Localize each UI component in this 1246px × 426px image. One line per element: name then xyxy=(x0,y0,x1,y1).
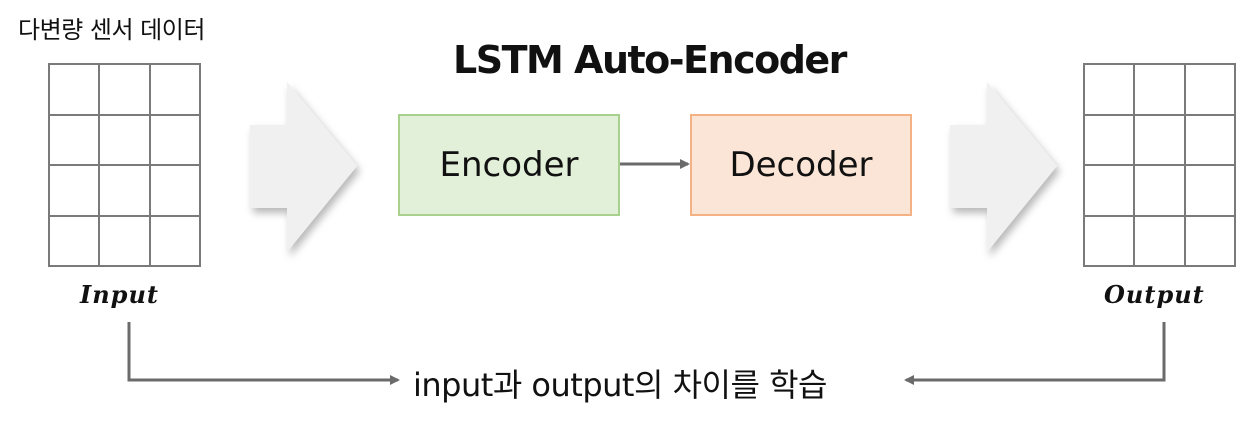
input-label: Input xyxy=(80,280,159,309)
matrix-cell xyxy=(1085,166,1136,217)
encoder-label: Encoder xyxy=(439,145,579,185)
matrix-cell xyxy=(1185,166,1236,217)
matrix-cell xyxy=(1085,115,1136,166)
matrix-cell xyxy=(1135,166,1186,217)
matrix-cell xyxy=(50,166,101,217)
matrix-cell xyxy=(1135,65,1186,116)
output-feedback-connector xyxy=(904,322,1166,385)
matrix-cell xyxy=(1135,115,1186,166)
matrix-cell xyxy=(150,65,201,116)
decoder-label: Decoder xyxy=(729,145,873,185)
big-arrow-left xyxy=(250,82,357,252)
matrix-cell xyxy=(1185,216,1236,267)
matrix-cell xyxy=(100,115,151,166)
matrix-cell xyxy=(50,115,101,166)
matrix-cell xyxy=(100,166,151,217)
matrix-cell xyxy=(150,115,201,166)
big-arrow-right xyxy=(950,82,1057,252)
matrix-cell xyxy=(150,216,201,267)
matrix-cell xyxy=(1085,216,1136,267)
matrix-cell xyxy=(50,216,101,267)
decoder-box: Decoder xyxy=(690,114,912,216)
output-label: Output xyxy=(1104,280,1205,309)
sensor-data-caption: 다변량 센서 데이터 xyxy=(18,16,205,44)
matrix-cell xyxy=(1135,216,1186,267)
matrix-cell xyxy=(50,65,101,116)
output-matrix xyxy=(1083,63,1236,267)
matrix-cell xyxy=(150,166,201,217)
matrix-cell xyxy=(1185,65,1236,116)
encoder-box: Encoder xyxy=(398,114,620,216)
reconstruction-caption: input과 output의 차이를 학습 xyxy=(413,366,827,404)
diagram-title: LSTM Auto-Encoder xyxy=(453,38,847,82)
matrix-cell xyxy=(100,65,151,116)
matrix-cell xyxy=(1085,65,1136,116)
input-feedback-connector xyxy=(127,322,400,385)
matrix-cell xyxy=(1185,115,1236,166)
matrix-cell xyxy=(100,216,151,267)
input-matrix xyxy=(48,63,201,267)
